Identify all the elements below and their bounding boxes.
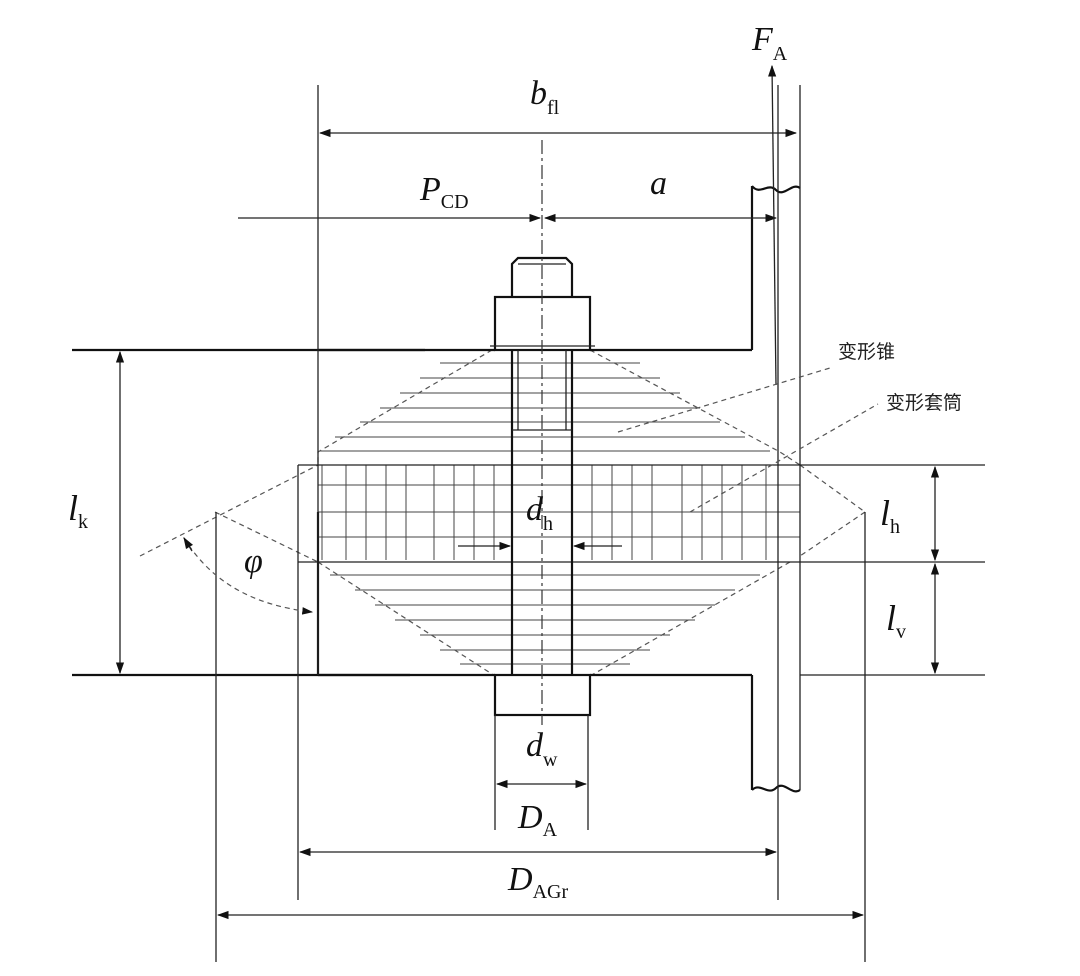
label-lh: lh <box>880 493 900 538</box>
label-lv: lv <box>886 598 906 643</box>
label-dw: dw <box>526 727 558 771</box>
annotation-deformation-cone: 变形锥 <box>838 341 895 363</box>
bolt <box>490 140 595 725</box>
label-a: a <box>650 165 667 202</box>
deformation-sleeve-hatching <box>318 465 800 560</box>
label-phi: φ <box>244 543 263 580</box>
cone-outline <box>139 349 866 677</box>
annotation-deformation-sleeve: 变形套筒 <box>886 392 962 414</box>
label-dagr: DAGr <box>507 861 568 903</box>
label-dh: dh <box>526 491 553 535</box>
label-pcd: PCD <box>419 171 469 213</box>
flange-plates <box>72 85 985 900</box>
label-bfl: bfl <box>530 75 560 119</box>
deformation-cone-hatching <box>320 362 770 665</box>
dimension-lines <box>115 64 940 962</box>
label-lk: lk <box>68 488 88 533</box>
label-da: DA <box>517 799 558 841</box>
label-fa: FA <box>751 21 788 65</box>
